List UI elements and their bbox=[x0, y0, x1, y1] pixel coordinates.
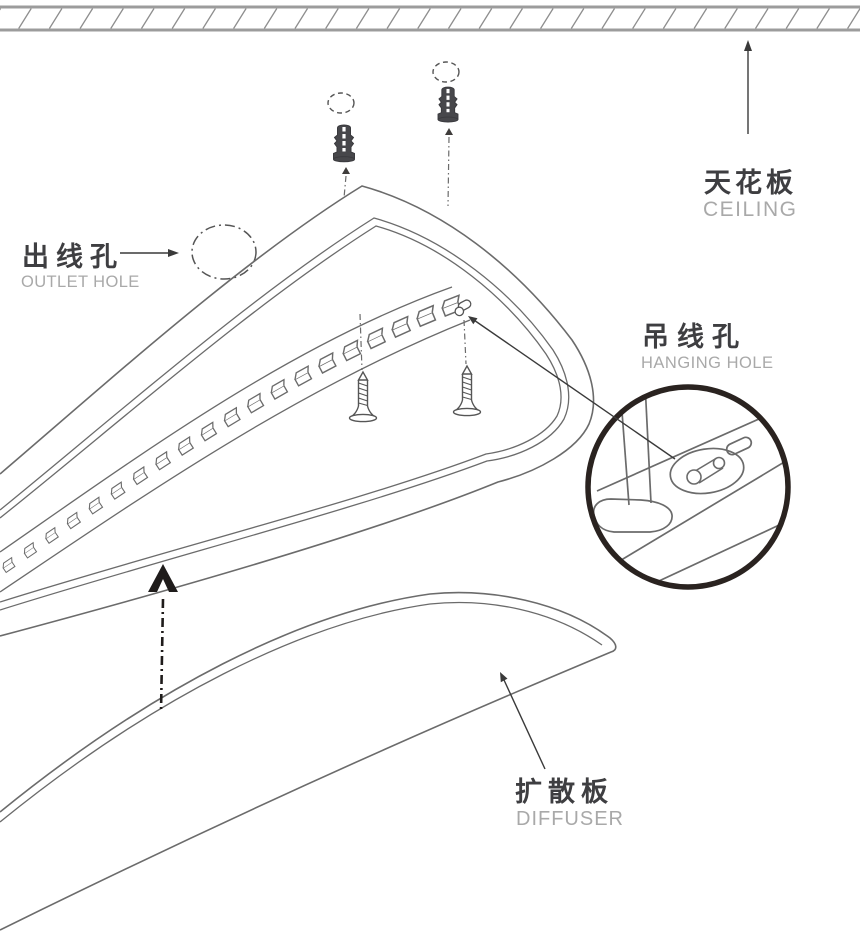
diffuser-panel bbox=[0, 591, 617, 931]
fixture-outer-edge bbox=[0, 185, 595, 637]
keyhole-shape bbox=[686, 456, 726, 485]
led-chip bbox=[389, 315, 415, 338]
assembly-direction-arrow bbox=[148, 564, 178, 713]
led-chip bbox=[43, 527, 61, 544]
led-chip bbox=[268, 378, 291, 400]
magnifier-leader-arrow-icon bbox=[468, 316, 478, 325]
magnifier-background bbox=[588, 387, 788, 587]
outlet-arrow-icon bbox=[168, 249, 179, 257]
led-chip bbox=[244, 392, 267, 414]
side-slot bbox=[725, 436, 753, 456]
diffuser-top-inner-line bbox=[0, 601, 603, 823]
diffuser-label-en: DIFFUSER bbox=[516, 808, 624, 830]
magnified-edge-line-2 bbox=[612, 457, 788, 566]
wall-anchor-2 bbox=[432, 61, 460, 207]
hanging-hole-label-zh: 吊线孔 bbox=[642, 322, 747, 352]
screw-guide-line-2 bbox=[463, 319, 467, 365]
ceiling-hatch-pattern bbox=[0, 8, 860, 29]
led-chip bbox=[291, 365, 315, 387]
led-chip bbox=[175, 436, 197, 456]
led-chip bbox=[364, 327, 389, 350]
magnified-edge-line-1 bbox=[596, 406, 787, 492]
led-chip bbox=[152, 451, 174, 471]
led-chip bbox=[340, 339, 365, 362]
anchor-guide-line-1 bbox=[343, 175, 347, 199]
outlet-hole-callout: 出线孔 OUTLET HOLE bbox=[21, 224, 257, 291]
wall-anchor-1 bbox=[327, 92, 355, 199]
led-strip-chips bbox=[0, 294, 465, 573]
led-chip bbox=[108, 481, 128, 500]
fixture-inner-rim-outer bbox=[0, 217, 570, 611]
fixture-inner-rim-inner bbox=[0, 225, 562, 603]
ceiling-section bbox=[0, 5, 860, 32]
diffuser-label-zh: 扩散板 bbox=[515, 777, 614, 807]
led-strip-upper-line bbox=[0, 286, 453, 553]
led-chip bbox=[315, 352, 340, 374]
fixture-housing bbox=[0, 185, 595, 637]
outlet-hole-label-zh: 出线孔 bbox=[22, 242, 124, 272]
led-chip bbox=[198, 421, 220, 442]
magnifier-content bbox=[592, 387, 788, 587]
magnifier-leader-line bbox=[470, 317, 676, 460]
ceiling-label-en: CEILING bbox=[703, 198, 798, 221]
diffuser-callout: 扩散板 DIFFUSER bbox=[500, 672, 624, 830]
outlet-hole-circle bbox=[191, 224, 257, 280]
drill-hole-2 bbox=[432, 61, 460, 83]
magnifier-ring bbox=[585, 384, 791, 590]
led-chip bbox=[86, 496, 106, 515]
hanging-hole-callout: 吊线孔 HANGING HOLE bbox=[641, 322, 774, 372]
led-chip bbox=[0, 557, 18, 573]
diffuser-arrow-icon bbox=[500, 672, 508, 683]
rod-foot bbox=[592, 498, 673, 533]
fixture-keyhole-slot bbox=[454, 299, 472, 317]
diffuser-outline bbox=[0, 591, 617, 931]
screw-2 bbox=[452, 319, 482, 417]
suspension-rod-right bbox=[644, 387, 652, 504]
up-arrow-dash-line bbox=[159, 598, 165, 713]
ceiling-label-zh: 天花板 bbox=[704, 168, 797, 198]
led-strip-lower-line bbox=[0, 319, 471, 593]
anchor-guide-line-2 bbox=[447, 136, 450, 207]
screw-1 bbox=[348, 313, 378, 423]
keyhole-ellipse bbox=[669, 447, 745, 495]
led-chip bbox=[21, 542, 39, 559]
up-arrow-icon bbox=[148, 564, 178, 592]
led-chip bbox=[414, 304, 440, 328]
led-chip bbox=[64, 511, 83, 530]
screw-guide-line-1 bbox=[359, 313, 363, 371]
ceiling-callout: 天花板 CEILING bbox=[703, 40, 798, 221]
hanging-hole-label-en: HANGING HOLE bbox=[641, 354, 774, 372]
ceiling-arrow-icon bbox=[744, 40, 752, 51]
outlet-hole-label-en: OUTLET HOLE bbox=[21, 273, 140, 291]
magnifier-detail bbox=[468, 316, 791, 590]
diffuser-arrow-line bbox=[503, 679, 546, 770]
led-chip bbox=[130, 466, 151, 486]
drill-hole-1 bbox=[327, 92, 355, 114]
led-chip bbox=[221, 407, 244, 428]
